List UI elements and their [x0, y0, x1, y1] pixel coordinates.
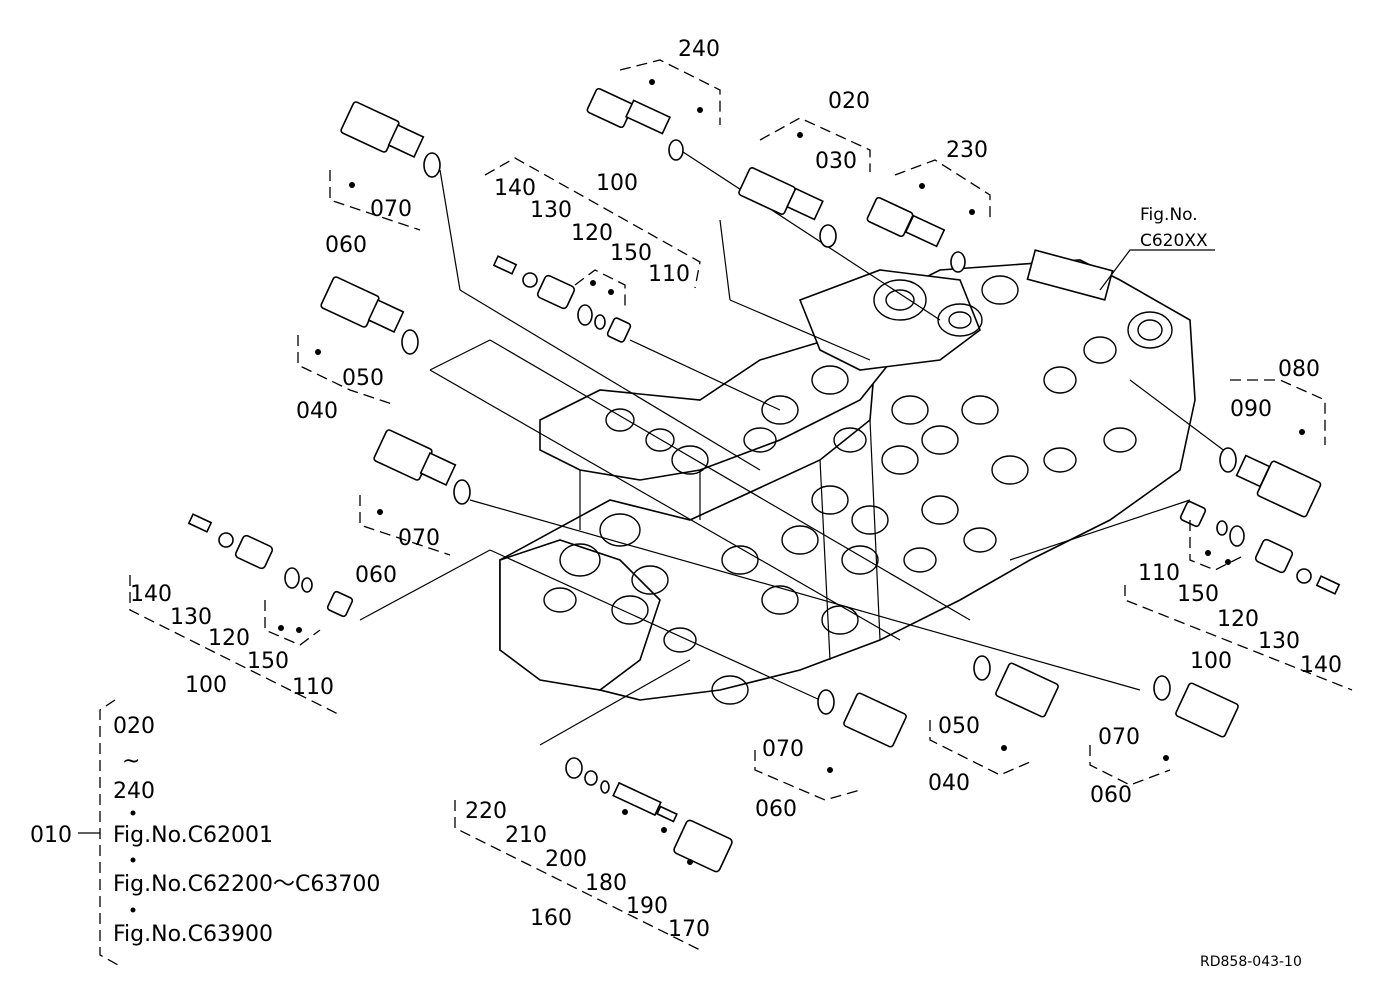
label-130-top: 130 [530, 198, 572, 223]
label-020: 020 [828, 89, 870, 114]
label-120-left: 120 [208, 626, 250, 651]
label-160: 160 [530, 906, 572, 931]
legend-bullet-1 [130, 810, 136, 816]
label-190: 190 [626, 894, 668, 919]
legend-bullet-3 [130, 907, 136, 913]
part-100-assembly-right [1179, 500, 1341, 595]
label-070-far-right: 070 [1098, 725, 1140, 750]
part-040-valve-bottom-right [995, 662, 1059, 751]
part-070-o-ring-top-left [423, 152, 441, 178]
legend-tilde: ~ [122, 749, 140, 774]
drawing-code: RD858-043-10 [1200, 954, 1302, 970]
label-120-top: 120 [571, 221, 613, 246]
label-200: 200 [545, 847, 587, 872]
label-050-bottom-right: 050 [938, 714, 980, 739]
label-050-left: 050 [342, 366, 384, 391]
part-070-o-ring-mid-left [453, 479, 471, 505]
label-090: 090 [1230, 397, 1272, 422]
part-100-assembly-top [492, 255, 632, 343]
legend-line-240: 240 [113, 779, 155, 804]
part-090-o-ring-right [1219, 447, 1237, 473]
legend-fig-c63900: Fig.No.C63900 [113, 922, 273, 947]
label-100-left: 100 [185, 673, 227, 698]
label-fig-top-1: Fig.No. [1140, 205, 1198, 225]
legend-fig-c62200-c63700: Fig.No.C62200～C63700 [113, 872, 380, 897]
leader-lines [359, 149, 1231, 746]
part-060-valve-bottom [827, 692, 907, 773]
label-070-top-left: 070 [370, 197, 412, 222]
label-010: 010 [30, 823, 72, 848]
label-230: 230 [946, 138, 988, 163]
label-140-top: 140 [494, 176, 536, 201]
part-160-assembly [565, 757, 733, 873]
label-240: 240 [678, 37, 720, 62]
part-230-valve [866, 183, 975, 273]
part-040-valve-left [315, 276, 405, 355]
part-240-relief-valve [586, 79, 703, 161]
label-040-bottom-right: 040 [928, 771, 970, 796]
label-110-left: 110 [292, 675, 334, 700]
label-220: 220 [465, 799, 507, 824]
label-120-right: 120 [1217, 607, 1259, 632]
part-070-o-ring-bottom [817, 689, 835, 715]
label-060-mid-left: 060 [355, 563, 397, 588]
part-080-valve-right [1235, 429, 1322, 518]
label-210: 210 [505, 823, 547, 848]
label-100-right: 100 [1190, 649, 1232, 674]
port-holes [543, 275, 1173, 705]
part-060-valve-mid-left [373, 429, 457, 515]
label-130-left: 130 [170, 605, 212, 630]
label-170: 170 [668, 917, 710, 942]
label-040-left: 040 [296, 399, 338, 424]
part-050-o-ring-left [401, 329, 419, 355]
label-060-top-left: 060 [325, 233, 367, 258]
part-050-o-ring-bottom-right [973, 655, 991, 681]
legend-bullet-2 [130, 857, 136, 863]
label-060-far-right: 060 [1090, 783, 1132, 808]
label-080: 080 [1278, 357, 1320, 382]
label-070-bottom: 070 [762, 737, 804, 762]
part-030-o-ring [819, 224, 837, 248]
label-060-bottom: 060 [755, 797, 797, 822]
label-130-right: 130 [1258, 629, 1300, 654]
control-valve-body [499, 249, 1196, 705]
part-020-relief-valve [738, 132, 824, 221]
legend-line-020: 020 [113, 714, 155, 739]
label-140-left: 140 [130, 582, 172, 607]
label-150-left: 150 [247, 649, 289, 674]
label-070-mid-left: 070 [398, 526, 440, 551]
legend: 020 ~ 240 Fig.No.C62001 Fig.No.C62200～C6… [113, 714, 380, 947]
label-140-right: 140 [1300, 653, 1342, 678]
part-070-o-ring-far-right [1153, 675, 1171, 701]
part-labels: 240 020 030 230 Fig.No. C620XX 070 060 1… [30, 37, 1342, 942]
label-fig-top-2: C620XX [1140, 231, 1208, 251]
label-150-right: 150 [1177, 582, 1219, 607]
label-180: 180 [585, 871, 627, 896]
label-150-top: 150 [610, 241, 652, 266]
part-100-assembly-left [187, 513, 354, 633]
legend-fig-c62001: Fig.No.C62001 [113, 823, 273, 848]
label-030: 030 [815, 149, 857, 174]
label-100-top: 100 [596, 171, 638, 196]
part-060-valve-far-right [1163, 682, 1239, 761]
part-060-valve-top-left [340, 101, 425, 188]
label-110-right: 110 [1138, 561, 1180, 586]
label-110-top: 110 [648, 262, 690, 287]
